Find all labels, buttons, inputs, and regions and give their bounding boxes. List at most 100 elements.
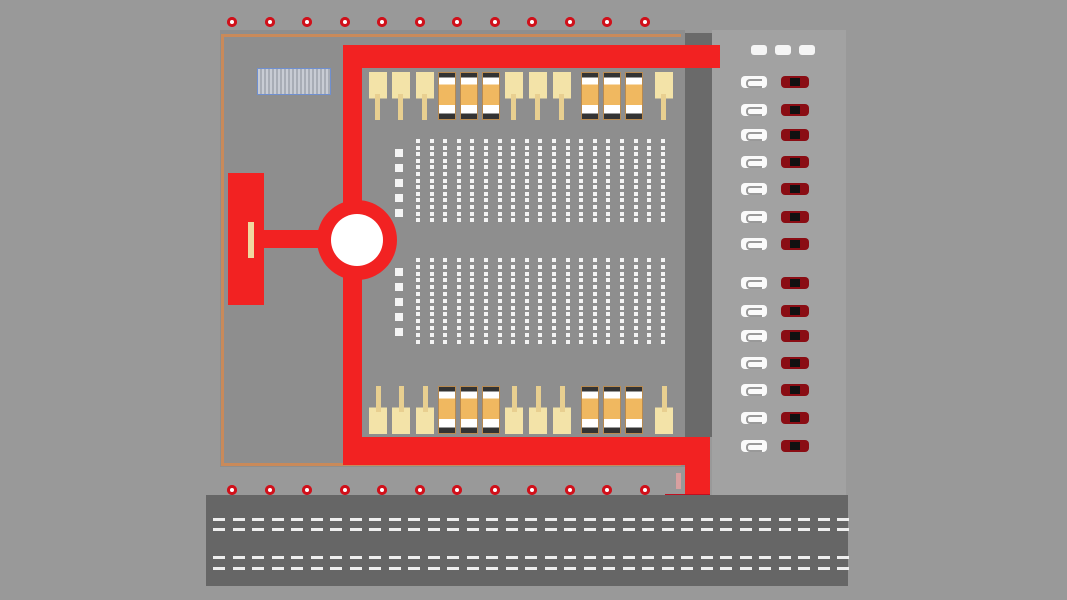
seat — [416, 285, 420, 290]
seat — [416, 158, 420, 163]
seat — [497, 158, 502, 163]
seat — [416, 332, 420, 337]
seat — [524, 165, 529, 170]
lane-dash — [798, 528, 810, 531]
seat — [524, 332, 529, 337]
lane-dash — [798, 556, 810, 559]
exhibit-machine — [392, 72, 410, 120]
red-car — [781, 76, 809, 88]
red-car — [781, 183, 809, 195]
seat — [633, 211, 638, 216]
lane-dash — [544, 528, 557, 531]
seat — [524, 258, 529, 262]
seat — [660, 198, 665, 203]
seat — [647, 271, 652, 276]
seat — [456, 305, 461, 310]
side-table — [395, 268, 403, 276]
lane-dash — [408, 528, 420, 531]
seat — [416, 211, 420, 216]
seat — [579, 298, 584, 303]
seat — [497, 312, 502, 317]
seat — [429, 339, 434, 344]
seat — [484, 178, 488, 183]
lane-dash — [837, 528, 849, 531]
lane-dash — [564, 556, 576, 559]
seat — [416, 172, 420, 176]
lane-dash — [232, 567, 245, 570]
seat — [633, 258, 638, 262]
seat — [511, 319, 516, 324]
seat — [592, 298, 597, 303]
lane-dash — [271, 528, 284, 531]
seat — [565, 145, 570, 150]
seat — [497, 178, 502, 183]
white-car — [741, 277, 767, 289]
seat — [592, 339, 597, 344]
lane-dash — [622, 518, 635, 521]
seat — [497, 145, 502, 150]
seat — [470, 285, 475, 290]
seat — [443, 139, 448, 143]
seat — [592, 211, 597, 216]
lane-dash — [583, 528, 596, 531]
seat — [524, 278, 529, 283]
seat — [470, 165, 475, 170]
seat — [620, 191, 624, 196]
seat — [592, 285, 597, 290]
lane-dash — [252, 518, 264, 521]
seat — [606, 145, 611, 150]
seat — [511, 264, 516, 269]
seat — [497, 278, 502, 283]
seat — [606, 152, 611, 157]
seat — [484, 172, 488, 176]
lane-dash — [408, 567, 420, 570]
lane-dash — [603, 556, 615, 559]
seat — [470, 292, 475, 296]
seat — [497, 205, 502, 209]
seat — [592, 271, 597, 276]
seat — [620, 218, 624, 223]
lane-dash — [252, 528, 264, 531]
lane-dash — [466, 528, 479, 531]
seat — [592, 205, 597, 209]
seat — [511, 185, 516, 190]
seat — [592, 172, 597, 176]
seat — [592, 198, 597, 203]
seat — [538, 332, 543, 337]
seat — [647, 285, 652, 290]
lane-dash — [837, 556, 849, 559]
seat — [416, 145, 420, 150]
seat — [538, 298, 543, 303]
seat — [538, 158, 543, 163]
seat — [579, 312, 584, 317]
bollard — [227, 485, 237, 495]
seat — [470, 191, 475, 196]
seat — [429, 319, 434, 324]
lane-dash — [544, 518, 557, 521]
lane-dash — [388, 567, 401, 570]
seat — [484, 165, 488, 170]
seat — [620, 271, 624, 276]
exhibit-machine — [581, 72, 599, 120]
seat — [443, 218, 448, 223]
carpet-top — [343, 45, 720, 68]
seat — [565, 292, 570, 296]
seat — [606, 271, 611, 276]
seat — [524, 218, 529, 223]
seat — [484, 271, 488, 276]
seat — [633, 205, 638, 209]
seat — [647, 158, 652, 163]
seat — [443, 165, 448, 170]
seat — [443, 285, 448, 290]
seat — [552, 139, 556, 143]
seat — [511, 158, 516, 163]
seat — [470, 145, 475, 150]
lane-dash — [603, 567, 615, 570]
seat — [660, 218, 665, 223]
lane-dash — [700, 518, 713, 521]
seat — [552, 292, 556, 296]
seat — [538, 152, 543, 157]
seat — [647, 165, 652, 170]
seat — [456, 298, 461, 303]
seat — [633, 145, 638, 150]
